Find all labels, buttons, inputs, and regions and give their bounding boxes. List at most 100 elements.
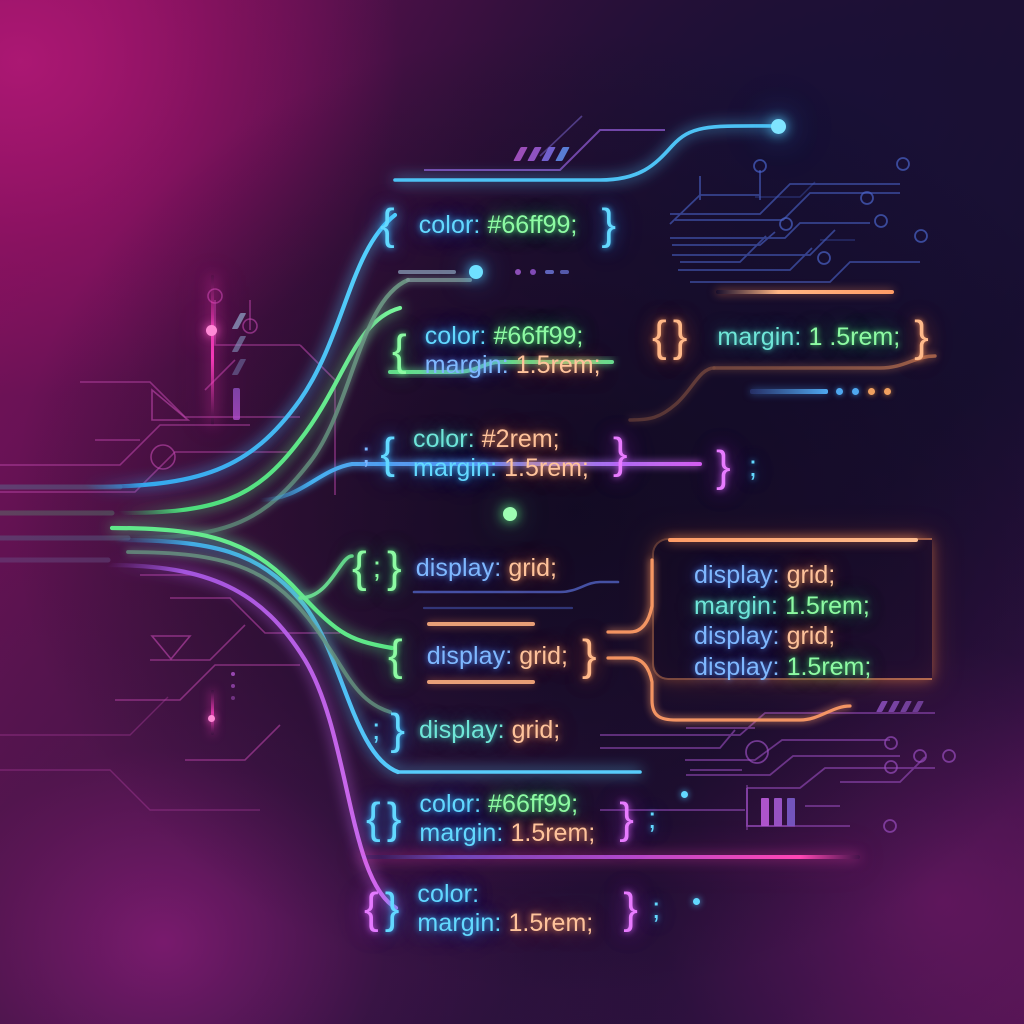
- panel-margin-prop-0: margin:: [717, 322, 802, 351]
- row-6-close-brace: }: [390, 705, 406, 754]
- pink-accent-line: [360, 855, 860, 859]
- pink-dots-lower: [231, 672, 235, 676]
- row3-dot-1: [836, 388, 843, 395]
- row-3-val-1: 1.5rem;: [504, 454, 589, 482]
- row3-dot-3: [868, 388, 875, 395]
- pink-stem-node: [206, 325, 217, 336]
- row1-dotcluster-4: [560, 270, 569, 274]
- row-7-trail-semicolon: ;: [647, 802, 657, 835]
- row-5-prop-0: display:: [426, 641, 513, 670]
- row3-dash-line: [750, 389, 828, 394]
- row-7-trail-brace: }: [619, 794, 634, 843]
- grid-block-top-line: [668, 538, 918, 542]
- row-8-trail-semicolon: ;: [651, 892, 661, 925]
- grid-block-val-2: grid;: [786, 622, 836, 650]
- row-8-open-brace: {: [364, 884, 379, 933]
- side-panel-margin[interactable]: { } margin:1 .5rem; }: [652, 315, 929, 359]
- row-5-close-brace: }: [581, 631, 597, 680]
- cyan-endpoint-node: [771, 119, 786, 134]
- code-row-5[interactable]: { display:grid; }: [388, 634, 597, 678]
- row-2-code: color:#66ff99; margin:1.5rem;: [425, 322, 601, 380]
- row-7-open-brace: {: [366, 794, 381, 843]
- row-5-code: display:grid;: [426, 641, 568, 670]
- row-2-open-brace: {: [392, 326, 407, 375]
- row-7-val-1: 1.5rem;: [510, 819, 596, 847]
- panel-margin-val-0: 1 .5rem;: [808, 322, 901, 351]
- row3-dot-2: [852, 388, 859, 395]
- pink-dots-lower-3: [231, 696, 235, 700]
- row-1-code: color:#66ff99;: [418, 210, 578, 239]
- panel-margin-mid-brace: }: [672, 312, 688, 361]
- row-6-val-0: grid;: [511, 715, 561, 744]
- row-1-val-0: #66ff99;: [487, 210, 578, 239]
- row-2-prop-1: margin:: [424, 351, 509, 379]
- green-spine-node: [503, 507, 517, 521]
- row-3-trailer-semicolon: ;: [748, 450, 758, 483]
- row-8-code: color: margin:1.5rem;: [417, 880, 593, 938]
- code-row-6[interactable]: ; } display:grid;: [372, 708, 560, 752]
- panel-margin-close-brace: }: [914, 312, 929, 361]
- code-row-3-trailer: } ;: [716, 445, 757, 489]
- grid-block-frame: [652, 538, 932, 680]
- row-8-prop-1: margin:: [417, 909, 502, 937]
- row-1-prop-0: color:: [418, 210, 481, 239]
- grid-block-val-0: grid;: [786, 561, 836, 589]
- code-row-2[interactable]: { color:#66ff99; margin:1.5rem;: [392, 322, 601, 380]
- row-7-close-brace: }: [386, 794, 402, 843]
- code-row-3[interactable]: ; { color:#2rem; margin:1.5rem; }: [362, 425, 628, 483]
- row-7-prop-0: color:: [419, 790, 482, 818]
- row-2-prop-0: color:: [424, 322, 487, 350]
- row-3-close-brace: }: [612, 429, 628, 478]
- code-row-4[interactable]: { ; } display:grid;: [352, 546, 557, 590]
- row-4-open-brace: {: [352, 543, 367, 592]
- code-row-1[interactable]: { color:#66ff99; }: [380, 203, 616, 247]
- row-1-open-brace: {: [380, 200, 395, 249]
- row-2-val-0: #66ff99;: [493, 322, 584, 350]
- row-6-lead-semicolon: ;: [372, 713, 381, 746]
- row7-trail-dot: [681, 791, 688, 798]
- row-8-trail-brace: }: [623, 884, 638, 933]
- row-1-close-brace: }: [601, 200, 617, 249]
- grid-block-prop-2: display:: [694, 622, 780, 650]
- row-3-lead-semicolon: ;: [362, 437, 371, 470]
- grid-block-prop-1: margin:: [694, 591, 779, 620]
- row8-trail-dot: [693, 898, 700, 905]
- grid-block-code: display:grid; margin:1.5rem; display:gri…: [694, 560, 871, 682]
- grid-block-prop-0: display:: [694, 561, 780, 589]
- row-6-prop-0: display:: [419, 715, 505, 744]
- row-3-prop-1: margin:: [413, 454, 498, 482]
- vbar-3: [787, 798, 795, 826]
- pink-stem-glow: [211, 275, 214, 425]
- pink-dots-lower-2: [231, 684, 235, 688]
- orange-line-above-panel: [716, 290, 894, 294]
- grid-block-val-3: 1.5rem;: [786, 652, 872, 681]
- row1-bullet-node: [469, 265, 483, 279]
- row-8-prop-0: color:: [417, 880, 480, 908]
- row1-dotcluster-2: [530, 269, 536, 275]
- vbar-1: [761, 798, 769, 826]
- row3-dot-4: [884, 388, 891, 395]
- row1-bullet-stub: [398, 270, 456, 274]
- row-4-close-brace: }: [387, 543, 402, 592]
- panel-margin-open-brace: {: [652, 312, 667, 361]
- pink-stem-glow-lower: [211, 690, 214, 735]
- row-4-lead-semicolon: ;: [372, 551, 382, 584]
- code-row-7[interactable]: { } color:#66ff99; margin:1.5rem; } ;: [366, 790, 656, 848]
- row1-dotcluster-3: [545, 270, 554, 274]
- vbar-2: [774, 798, 782, 826]
- row-5-open-brace: {: [388, 631, 403, 680]
- row-3-val-0: #2rem;: [481, 425, 560, 453]
- row-3-trailer-brace: }: [716, 442, 731, 491]
- code-row-8[interactable]: { } color: margin:1.5rem; } ;: [364, 880, 660, 938]
- pink-stem-node-lower: [208, 715, 215, 722]
- row-2-val-1: 1.5rem;: [515, 351, 601, 379]
- row-6-code: display:grid;: [419, 715, 561, 744]
- row-7-prop-1: margin:: [419, 819, 504, 847]
- row-4-prop-0: display:: [415, 553, 502, 582]
- row5-stub-top: [427, 622, 535, 626]
